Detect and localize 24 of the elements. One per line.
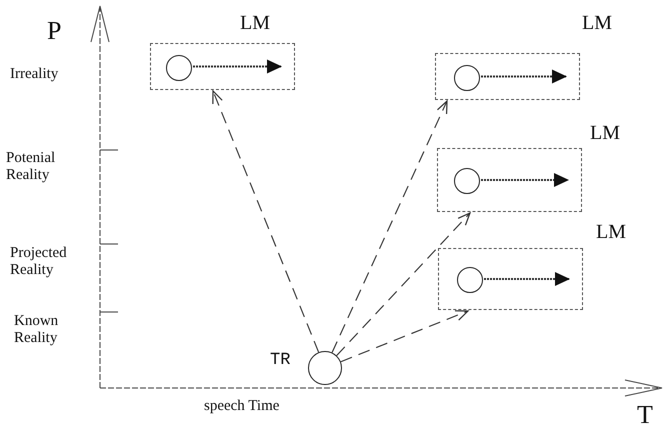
circle-shape: [457, 267, 483, 293]
dashed-arrow: [340, 310, 469, 362]
dashed-arrow: [336, 212, 471, 356]
dotted-arrow: [481, 173, 569, 187]
category-label: Irreality: [10, 66, 58, 83]
box-label: LM: [596, 221, 626, 243]
axis-label: speech Time: [204, 398, 280, 415]
box-label: LM: [240, 12, 270, 34]
category-label: Known Reality: [14, 313, 60, 347]
axis-label: P: [47, 16, 62, 46]
dashed-arrow: [212, 90, 320, 352]
category-label: Projected Reality: [10, 245, 68, 279]
dashed-arrow: [332, 100, 448, 353]
node-label: TR: [270, 350, 290, 372]
circle-shape: [454, 64, 480, 90]
category-label: Potenial Reality: [6, 150, 56, 184]
circle-shape: [166, 54, 192, 80]
circle-shape: [454, 168, 480, 194]
dotted-arrow: [481, 70, 567, 84]
dotted-arrow: [484, 272, 570, 286]
dotted-arrow: [193, 60, 282, 74]
box-label: LM: [590, 122, 620, 144]
box-label: LM: [582, 12, 612, 34]
axis-label: T: [637, 400, 653, 429]
